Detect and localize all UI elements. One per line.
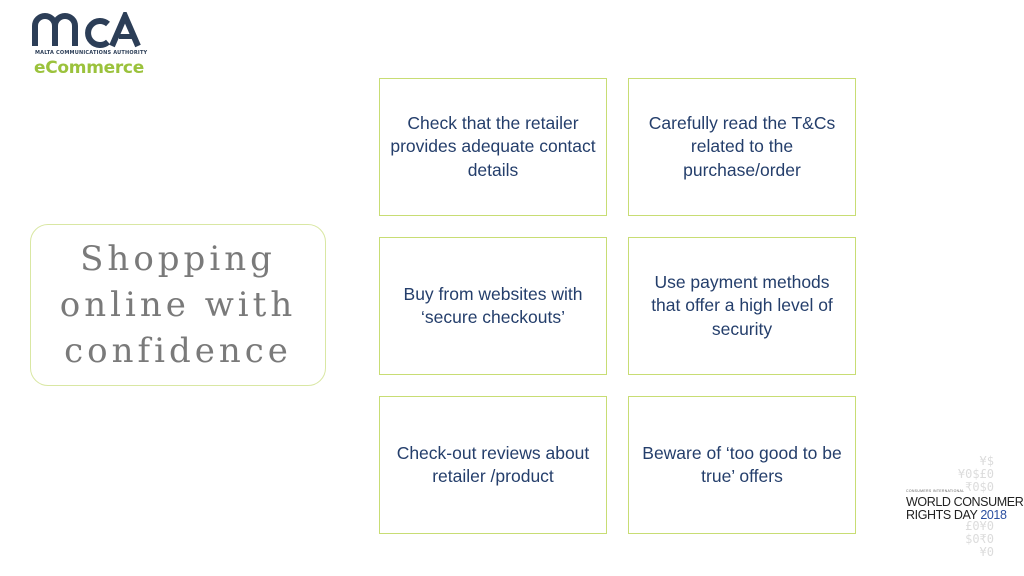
- logo-product-name: eCommerce: [34, 58, 144, 78]
- mca-logo: MALTA COMMUNICATIONS AUTHORITY eCommerce: [32, 12, 162, 82]
- badge-org: CONSUMERS INTERNATIONAL: [906, 489, 965, 493]
- tip-text: Check-out reviews about retailer /produc…: [396, 442, 590, 487]
- logo-subtitle: MALTA COMMUNICATIONS AUTHORITY: [35, 50, 148, 56]
- tip-text: Beware of ‘too good to be true’ offers: [642, 442, 842, 487]
- page-title: Shopping online with confidence: [59, 239, 297, 371]
- tip-text: Buy from websites with ‘secure checkouts…: [403, 283, 583, 328]
- tip-card: Use payment methods that offer a high le…: [628, 237, 856, 375]
- mca-logo-icon: [32, 12, 141, 48]
- tip-text: Carefully read the T&Cs related to the p…: [648, 112, 836, 180]
- badge-year: 2018: [980, 508, 1007, 522]
- world-consumer-rights-day-badge: ¥$ ¥0$£0 ₹0$0 £0¥0 $0₹0 ¥0 CONSUMERS INT…: [900, 454, 1024, 565]
- tip-card: Buy from websites with ‘secure checkouts…: [379, 237, 607, 375]
- badge-line-2-text: RIGHTS DAY: [906, 508, 981, 522]
- badge-line-1: WORLD CONSUMER: [906, 495, 1024, 509]
- tip-text: Check that the retailer provides adequat…: [390, 112, 596, 180]
- tip-card: Carefully read the T&Cs related to the p…: [628, 78, 856, 216]
- tip-card: Check-out reviews about retailer /produc…: [379, 396, 607, 534]
- title-box: Shopping online with confidence: [30, 224, 326, 386]
- tip-card: Check that the retailer provides adequat…: [379, 78, 607, 216]
- badge-line-2: RIGHTS DAY 2018: [906, 508, 1007, 522]
- tip-card: Beware of ‘too good to be true’ offers: [628, 396, 856, 534]
- badge-background-pattern: ¥$ ¥0$£0 ₹0$0 £0¥0 $0₹0 ¥0: [957, 454, 994, 559]
- tip-text: Use payment methods that offer a high le…: [651, 271, 833, 339]
